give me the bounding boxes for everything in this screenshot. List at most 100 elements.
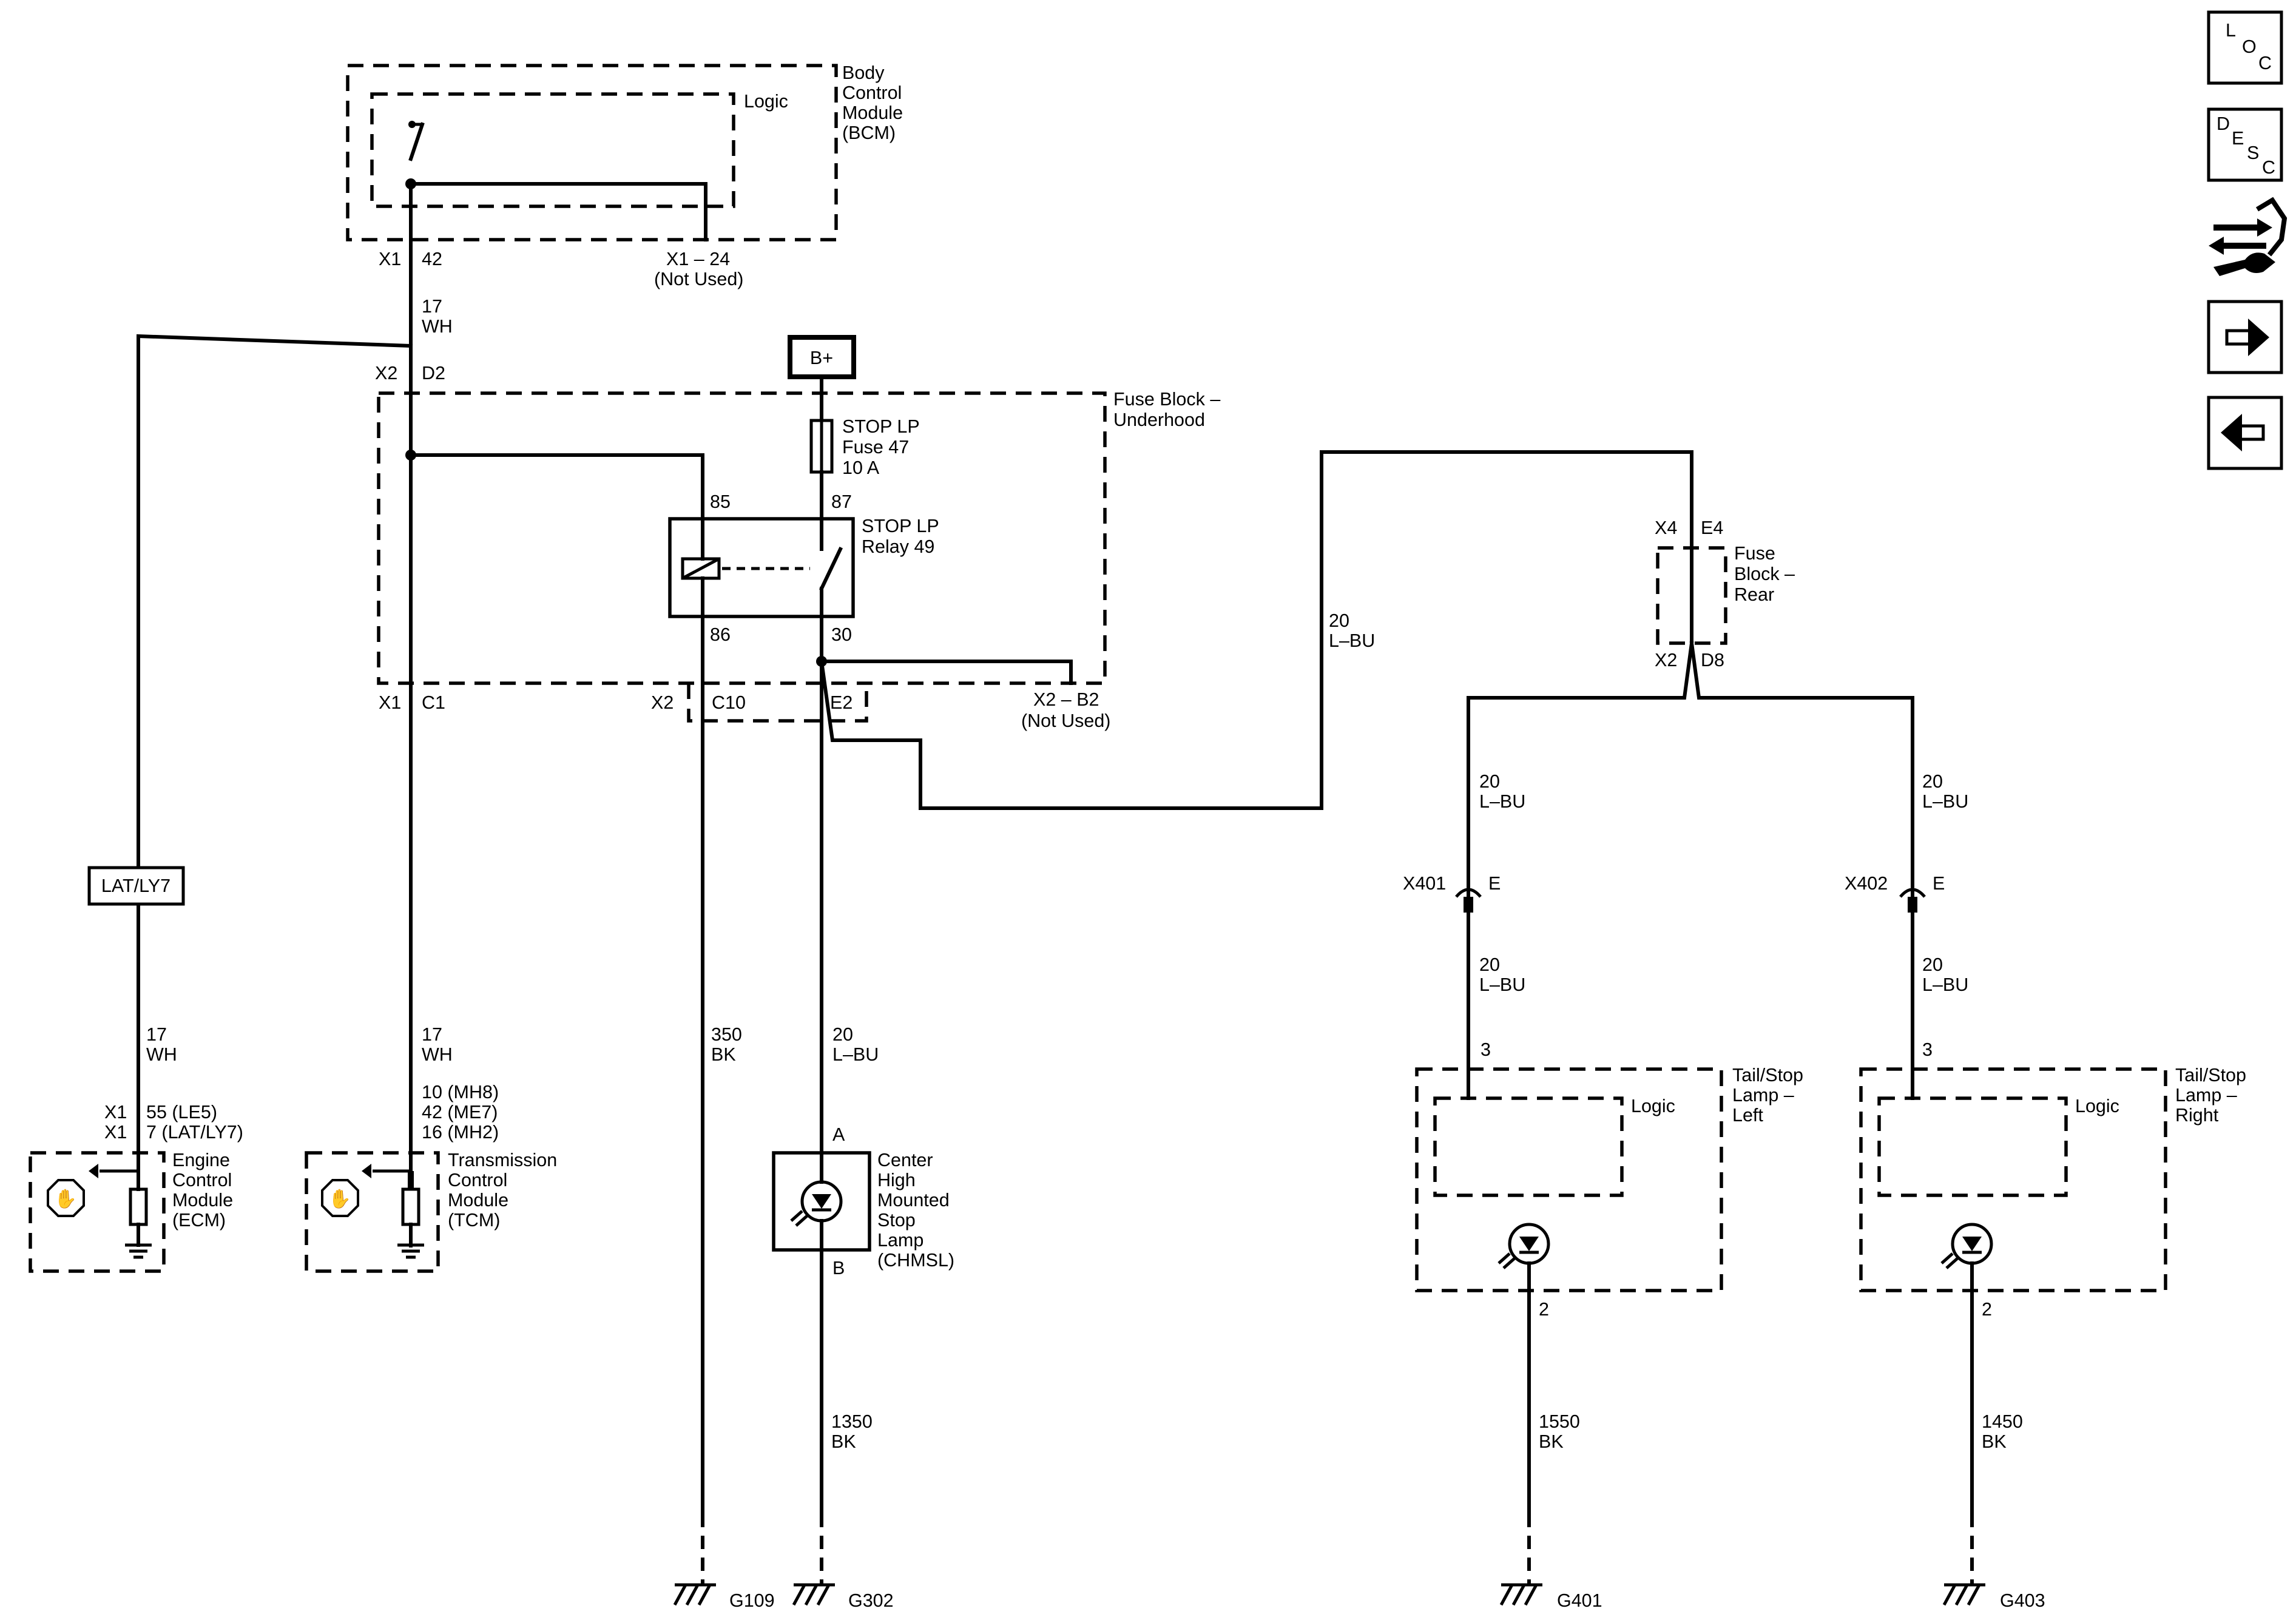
wire-chmsl-gauge: 20 <box>832 1024 853 1045</box>
fuse-block-underhood: Fuse Block – Underhood <box>377 389 1220 685</box>
fb-e2-label: E2 <box>830 692 853 713</box>
x402-pin: E <box>1933 873 1945 894</box>
ground-g109-label: G109 <box>729 1590 775 1611</box>
relay-pin-85: 85 <box>710 491 731 512</box>
bcm-x1-label: X1 <box>379 249 401 269</box>
back-button[interactable] <box>2207 396 2283 470</box>
ground-g403-label: G403 <box>2000 1590 2045 1611</box>
fb-not-used: (Not Used) <box>1021 711 1110 731</box>
left-logic-label: Logic <box>1631 1096 1675 1116</box>
bcm-pin-42: 42 <box>422 249 442 269</box>
relay-switch-blade <box>819 547 843 591</box>
tcm-resistor <box>401 1187 420 1226</box>
wire-relay-gnd-gauge: 350 <box>711 1024 742 1045</box>
fuse-block-name-2: Underhood <box>1113 410 1205 430</box>
fb-c10-label: C10 <box>712 692 746 713</box>
fbr-d8-label: D8 <box>1701 650 1724 670</box>
chmsl-pin-b: B <box>832 1258 845 1278</box>
fbr-name-1: Fuse <box>1734 543 1775 564</box>
chmsl-pin-a: A <box>832 1124 845 1145</box>
bcm-name-3: Module <box>842 103 903 123</box>
wire-tcm-gauge: 17 <box>422 1024 442 1045</box>
ecm-name-1: Engine <box>172 1150 230 1170</box>
bcm-switch-blade <box>408 122 425 161</box>
bcm-x1-24: X1 – 24 <box>666 249 730 269</box>
desc-button[interactable]: D E S C <box>2207 107 2283 182</box>
relay-pin-30: 30 <box>831 624 852 645</box>
tcm-name-1: Transmission <box>448 1150 557 1170</box>
wire-left-b-color: L–BU <box>1479 974 1525 995</box>
next-button[interactable] <box>2207 300 2283 374</box>
left-name-1: Tail/Stop <box>1732 1065 1803 1085</box>
ground-g302 <box>792 1583 835 1606</box>
relay-pin-86: 86 <box>710 624 731 645</box>
chmsl-name-3: Mounted <box>877 1190 950 1210</box>
right-name-2: Lamp – <box>2175 1085 2237 1106</box>
fbr-x2-label: X2 <box>1655 650 1677 670</box>
wire-bcm-color: WH <box>422 316 453 337</box>
loc-letter-l: L <box>2226 20 2236 41</box>
ecm-x1-a: X1 <box>104 1102 127 1122</box>
wire-chmsl-color: L–BU <box>832 1044 879 1065</box>
relay-name-2: Relay 49 <box>862 536 934 557</box>
chmsl-name-4: Stop <box>877 1210 916 1230</box>
connector-tool-button[interactable] <box>2209 197 2288 276</box>
tail-stop-lamp-right <box>1859 1067 2167 1292</box>
wire-ecm-gauge: 17 <box>146 1024 167 1045</box>
tcm-name-2: Control <box>448 1170 507 1190</box>
ground-g302-label: G302 <box>848 1590 894 1611</box>
ecm-name-2: Control <box>172 1170 232 1190</box>
bcm-logic-label: Logic <box>744 91 788 112</box>
x401-label: X401 <box>1403 873 1446 894</box>
wire-bcm-gauge: 17 <box>422 296 442 317</box>
ecm-name-4: (ECM) <box>172 1210 226 1230</box>
wire-relay-85 <box>409 453 704 521</box>
fb-c10-e2-connector <box>687 683 868 723</box>
fuse-name-2: Fuse 47 <box>842 437 909 457</box>
right-pin-2: 2 <box>1982 1299 1992 1320</box>
option-box <box>87 866 185 906</box>
bcm-name-1: Body <box>842 62 885 83</box>
wire-left-a-gauge: 20 <box>1479 771 1500 792</box>
connector-tool-icon <box>2209 197 2288 276</box>
ground-g403 <box>1942 1583 1985 1606</box>
ecm-hand-icon <box>47 1179 85 1217</box>
wire-ecm-branch <box>137 334 413 1173</box>
chmsl-name-5: Lamp <box>877 1230 923 1251</box>
ground-g401-label: G401 <box>1557 1590 1602 1611</box>
desc-letter-c: C <box>2262 157 2275 178</box>
wire-chmsl-gnd-color: BK <box>831 1431 856 1452</box>
loc-letter-o: O <box>2242 36 2257 57</box>
fuse-block-rear <box>1467 546 1914 899</box>
stop-lp-relay-49 <box>668 517 855 618</box>
wire-relay-gnd-color: BK <box>711 1044 736 1065</box>
loc-button[interactable]: L O C <box>2207 10 2283 85</box>
tcm-pin-c: 16 (MH2) <box>422 1122 499 1143</box>
fbr-e4-label: E4 <box>1701 518 1723 538</box>
tcm-name-4: (TCM) <box>448 1210 500 1230</box>
wire-left-b-gauge: 20 <box>1479 954 1500 975</box>
ground-g401 <box>1499 1583 1542 1606</box>
wire-right-b-color: L–BU <box>1922 974 1968 995</box>
x401-pin: E <box>1488 873 1501 894</box>
chmsl-name-1: Center <box>877 1150 933 1170</box>
fb-c1-label: C1 <box>422 692 445 713</box>
ground-g109 <box>673 1583 716 1606</box>
wire-right-b-gauge: 20 <box>1922 954 1943 975</box>
fb-x2-b2: X2 – B2 <box>1033 689 1099 710</box>
wire-right-a <box>1689 641 1914 899</box>
x402-label: X402 <box>1845 873 1888 894</box>
arrow-right-icon <box>2225 319 2269 356</box>
bcm-module: Body Control Module (BCM) Logic <box>346 62 903 241</box>
fuse-name-1: STOP LP <box>842 416 920 437</box>
wire-rear-gauge: 20 <box>1329 610 1349 631</box>
fuse-block-name-1: Fuse Block – <box>1113 389 1220 410</box>
nav-panel: L O C D E S C <box>2207 10 2288 470</box>
tcm-module: ✋ <box>305 1151 440 1273</box>
wire-right-a-color: L–BU <box>1922 791 1968 812</box>
ecm-module: ✋ <box>29 1151 166 1273</box>
wire-left-a <box>1467 641 1694 899</box>
wire-rear-feed <box>819 450 1693 810</box>
wire-not-used-b2 <box>820 660 1073 685</box>
